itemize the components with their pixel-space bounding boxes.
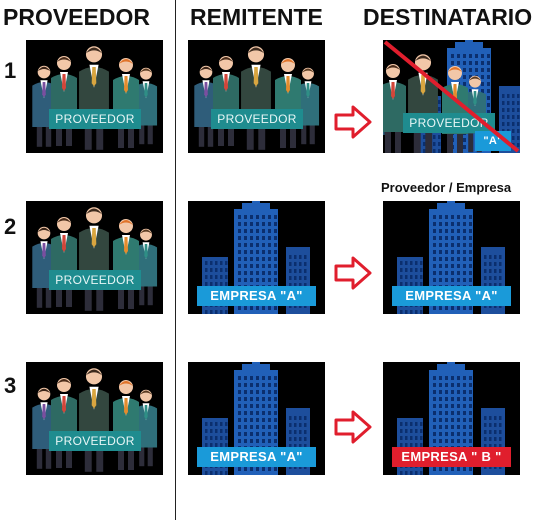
column-divider: [175, 0, 176, 520]
row2-destinatario-tile: EMPRESA "A": [383, 201, 520, 314]
header-destinatario: DESTINATARIO: [363, 4, 533, 30]
row1-destinatario-tile: PROVEEDOR "A": [383, 40, 520, 153]
people-group-icon: [32, 207, 158, 311]
row-number-2: 2: [4, 214, 17, 239]
row2-proveedor-tile: PROVEEDOR: [26, 201, 163, 314]
proveedor-empresa-caption: Proveedor / Empresa: [381, 180, 512, 195]
empresa-a-label: EMPRESA "A": [197, 286, 316, 306]
row3-proveedor-tile: PROVEEDOR: [26, 362, 163, 475]
empresa-a-label: EMPRESA "A": [197, 447, 316, 467]
proveedor-label: PROVEEDOR: [403, 113, 495, 133]
empresa-b-label: EMPRESA " B ": [392, 447, 511, 467]
proveedor-label: PROVEEDOR: [211, 109, 303, 129]
people-group-icon: [32, 368, 158, 472]
proveedor-label: PROVEEDOR: [49, 270, 141, 290]
row-number-3: 3: [4, 373, 17, 398]
row1-proveedor-tile: PROVEEDOR: [26, 40, 163, 153]
row3-arrow-icon: [334, 410, 372, 444]
header-remitente: REMITENTE: [190, 4, 323, 30]
proveedor-label: PROVEEDOR: [49, 109, 141, 129]
row1-arrow-icon: [334, 105, 372, 139]
row3-remitente-tile: EMPRESA "A": [188, 362, 325, 475]
empresa-a-label: EMPRESA "A": [392, 286, 511, 306]
row3-destinatario-tile: EMPRESA " B ": [383, 362, 520, 475]
row2-remitente-tile: EMPRESA "A": [188, 201, 325, 314]
people-group-icon: [32, 46, 158, 150]
row2-arrow-icon: [334, 256, 372, 290]
people-group-icon: [194, 46, 320, 150]
row1-remitente-tile: PROVEEDOR: [188, 40, 325, 153]
header-proveedor: PROVEEDOR: [3, 4, 150, 30]
proveedor-label: PROVEEDOR: [49, 431, 141, 451]
row-number-1: 1: [4, 58, 17, 83]
strike-line: [383, 40, 520, 153]
